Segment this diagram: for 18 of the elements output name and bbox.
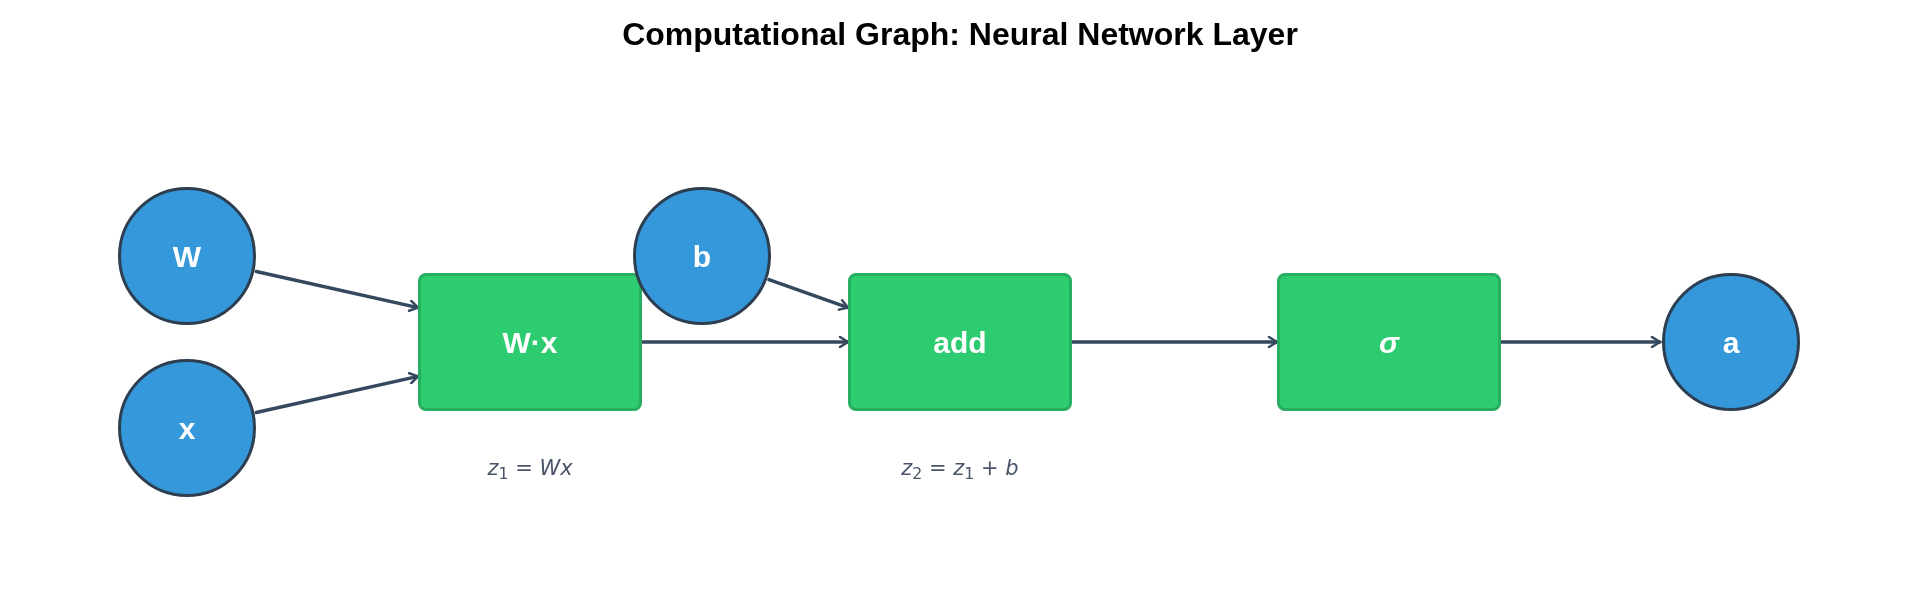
node-label: x [178,410,196,447]
operation-box [418,273,642,411]
operation-box [1277,273,1501,411]
arrow [640,335,850,349]
arrow [1499,335,1662,349]
formula-label: z$_{2}$ = z$_{1}$ + b [901,455,1019,485]
node-label: b [692,238,712,275]
arrow [254,372,420,415]
node-label: W [172,238,202,275]
operation-box [848,273,1072,411]
node-label: σ [1379,324,1399,361]
formula-label: z$_{1}$ = Wx [487,455,573,485]
node-label: W·x [502,324,558,361]
arrow [254,269,420,312]
node-label: a [1722,324,1740,361]
node-label: add [933,324,987,361]
diagram-title: Computational Graph: Neural Network Layer [621,15,1299,54]
arrow [1070,335,1279,349]
